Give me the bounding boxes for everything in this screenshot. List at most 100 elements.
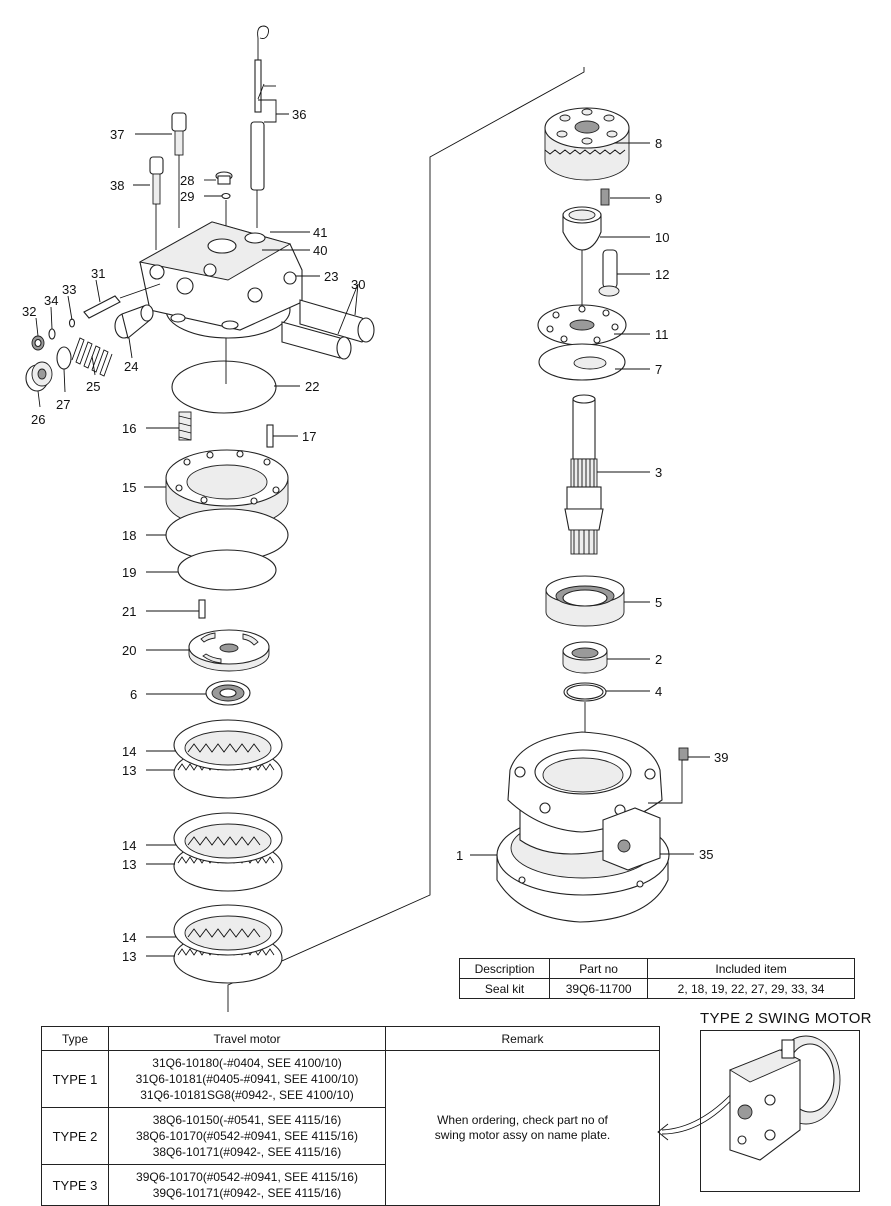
callout-27: 27 — [56, 397, 70, 412]
callout-17: 17 — [302, 429, 316, 444]
part-36-relief-rod — [250, 25, 269, 228]
travel-motor-type-table: Type Travel motor Remark TYPE 1 31Q6-101… — [41, 1026, 660, 1206]
callout-23: 23 — [324, 269, 338, 284]
remark-line: When ordering, check part no of — [437, 1113, 608, 1127]
callout-14-c: 14 — [122, 930, 136, 945]
part-2-oil-seal — [562, 641, 608, 674]
part-19-o-ring — [177, 549, 277, 591]
callout-29: 29 — [180, 189, 194, 204]
part-34-o-ring — [48, 328, 56, 340]
part-8-cylinder-block — [544, 107, 630, 181]
kit-header-included-item: Included item — [647, 958, 855, 979]
part-10-spherical-bushing — [562, 206, 602, 325]
callout-25: 25 — [86, 379, 100, 394]
part-14-13-plates-set-3 — [173, 904, 283, 984]
part-37-socket-bolt — [171, 112, 187, 228]
callout-15: 15 — [122, 480, 136, 495]
callout-13-a: 13 — [122, 763, 136, 778]
part-33-o-ring — [68, 318, 76, 328]
seal-kit-table: Description Part no Included item Seal k… — [458, 958, 855, 999]
part-20-valve-plate — [188, 629, 270, 672]
remark-cell: When ordering, check part no of swing mo… — [385, 1050, 660, 1206]
kit-header-part-no: Part no — [549, 958, 649, 979]
motor-list: 38Q6-10150(-#0541, SEE 4115/16) 38Q6-101… — [108, 1107, 386, 1165]
part-30-valves — [281, 299, 375, 360]
type-label: TYPE 1 — [41, 1050, 109, 1108]
callout-labels: 8 9 10 12 11 7 3 5 2 4 39 35 1 36 37 38 … — [22, 107, 728, 964]
callout-14-b: 14 — [122, 838, 136, 853]
part-5-roller-bearing — [545, 575, 625, 627]
part-39-plug — [678, 747, 689, 761]
callout-26: 26 — [31, 412, 45, 427]
callout-4: 4 — [655, 684, 662, 699]
callout-37: 37 — [110, 127, 124, 142]
callout-35: 35 — [699, 847, 713, 862]
motor-list: 39Q6-10170(#0542-#0941, SEE 4115/16) 39Q… — [108, 1164, 386, 1206]
callout-1: 1 — [456, 848, 463, 863]
section-divider-line — [227, 67, 585, 1012]
callout-21: 21 — [122, 604, 136, 619]
part-22-o-ring — [171, 360, 277, 414]
table-row: TYPE 3 39Q6-10170(#0542-#0941, SEE 4115/… — [41, 1164, 660, 1206]
part-17-pin — [266, 424, 274, 448]
part-26-plug — [25, 361, 53, 392]
valve-housing-block — [138, 221, 303, 339]
part-7-shoe-plate — [538, 343, 626, 381]
callout-8: 8 — [655, 136, 662, 151]
part-3-drive-shaft — [564, 394, 604, 555]
callout-22: 22 — [305, 379, 319, 394]
part-28-plug — [215, 171, 233, 226]
kit-included-item: 2, 18, 19, 22, 27, 29, 33, 34 — [647, 978, 855, 999]
callout-5: 5 — [655, 595, 662, 610]
callout-31: 31 — [91, 266, 105, 281]
callout-39: 39 — [714, 750, 728, 765]
callout-33: 33 — [62, 282, 76, 297]
callout-38: 38 — [110, 178, 124, 193]
part-27-o-ring — [56, 346, 72, 370]
callout-18: 18 — [122, 528, 136, 543]
callout-30: 30 — [351, 277, 365, 292]
callout-20: 20 — [122, 643, 136, 658]
type-header-travel-motor: Travel motor — [108, 1026, 386, 1051]
motor-list: 31Q6-10180(-#0404, SEE 4100/10) 31Q6-101… — [108, 1050, 386, 1108]
callout-9: 9 — [655, 191, 662, 206]
part-14-13-plates-set-1 — [173, 719, 283, 799]
callout-13-b: 13 — [122, 857, 136, 872]
part-38-socket-bolt — [149, 156, 164, 250]
callout-12: 12 — [655, 267, 669, 282]
part-11-set-plate — [537, 304, 627, 346]
callout-3: 3 — [655, 465, 662, 480]
type-header-remark: Remark — [385, 1026, 660, 1051]
kit-part-no: 39Q6-11700 — [549, 978, 649, 999]
callout-13-c: 13 — [122, 949, 136, 964]
motor-part-number: 31Q6-10181(#0405-#0941, SEE 4100/10) — [135, 1072, 359, 1086]
motor-part-number: 38Q6-10171(#0942-, SEE 4115/16) — [152, 1145, 342, 1159]
callout-32: 32 — [22, 304, 36, 319]
type-label: TYPE 2 — [41, 1107, 109, 1165]
motor-part-number: 31Q6-10180(-#0404, SEE 4100/10) — [152, 1056, 342, 1070]
part-31-pin — [83, 283, 161, 319]
callout-34: 34 — [44, 293, 58, 308]
type-label: TYPE 3 — [41, 1164, 109, 1206]
remark-line: swing motor assy on name plate. — [434, 1128, 611, 1142]
part-6-needle-bearing — [205, 680, 251, 706]
callout-19: 19 — [122, 565, 136, 580]
swing-motor-title: TYPE 2 SWING MOTOR — [700, 1010, 872, 1027]
callout-6: 6 — [130, 687, 137, 702]
callout-28: 28 — [180, 173, 194, 188]
callout-14-a: 14 — [122, 744, 136, 759]
part-24-sleeve — [114, 304, 154, 339]
swing-motor-illustration — [657, 1035, 841, 1161]
motor-part-number: 38Q6-10170(#0542-#0941, SEE 4115/16) — [136, 1129, 358, 1143]
motor-part-number: 31Q6-10181SG8(#0942-, SEE 4100/10) — [140, 1088, 354, 1102]
callout-24: 24 — [124, 359, 138, 374]
table-row: Seal kit 39Q6-11700 2, 18, 19, 22, 27, 2… — [458, 978, 855, 999]
callout-7: 7 — [655, 362, 662, 377]
callout-40: 40 — [313, 243, 327, 258]
kit-header-description: Description — [458, 958, 551, 979]
motor-part-number: 39Q6-10170(#0542-#0941, SEE 4115/16) — [136, 1170, 358, 1184]
leader-lines — [35, 83, 710, 957]
callout-36: 36 — [292, 107, 306, 122]
part-16-spring — [178, 411, 192, 441]
